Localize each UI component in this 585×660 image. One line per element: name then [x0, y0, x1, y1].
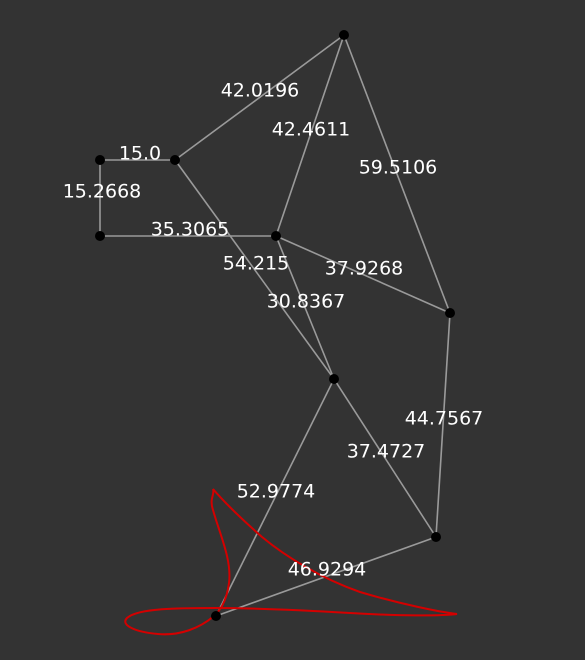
edge-n2-n6 [174, 159, 335, 380]
edge-n6-n8 [215, 378, 335, 617]
edge-n5-n7 [275, 235, 451, 314]
edge-weight-label: 46.9294 [288, 559, 367, 581]
edge-n5-n6 [275, 235, 335, 380]
graph-node-n8 [211, 611, 221, 621]
edge-weight-label: 59.5106 [359, 157, 438, 179]
edge-n7-n9 [435, 312, 451, 538]
edge-weight-label: 37.4727 [347, 441, 426, 463]
edge-weight-label: 15.0 [119, 143, 161, 165]
graph-node-n5 [271, 231, 281, 241]
graph-node-n2 [170, 155, 180, 165]
edge-weight-label: 37.9268 [325, 258, 404, 280]
labels-layer: 15.0 15.2668 42.0196 54.215 35.3065 42.4611 59… [63, 80, 484, 581]
graph-node-n7 [445, 308, 455, 318]
edge-n2-n4 [174, 34, 345, 161]
edge-weight-label: 44.7567 [405, 408, 484, 430]
graph-node-n4 [339, 30, 349, 40]
edge-n8-n9 [215, 536, 437, 617]
edges-layer [99, 34, 451, 617]
edge-weight-label: 42.0196 [221, 80, 300, 102]
edge-n4-n7 [343, 34, 451, 314]
graph-node-n3 [95, 231, 105, 241]
edge-n4-n5 [275, 34, 345, 237]
highlight-curve [124, 488, 458, 636]
edge-weight-label: 30.8367 [267, 291, 346, 313]
edge-weight-label: 35.3065 [151, 219, 230, 241]
graph-node-n9 [431, 532, 441, 542]
graph-node-n1 [95, 155, 105, 165]
nodes-layer [95, 30, 455, 621]
edge-weight-label: 42.4611 [272, 119, 351, 141]
edge-weight-label: 54.215 [223, 253, 289, 275]
graph-node-n6 [329, 374, 339, 384]
edge-weight-label: 52.9774 [237, 481, 316, 503]
edge-weight-label: 15.2668 [63, 181, 142, 203]
edge-n6-n9 [333, 378, 437, 538]
